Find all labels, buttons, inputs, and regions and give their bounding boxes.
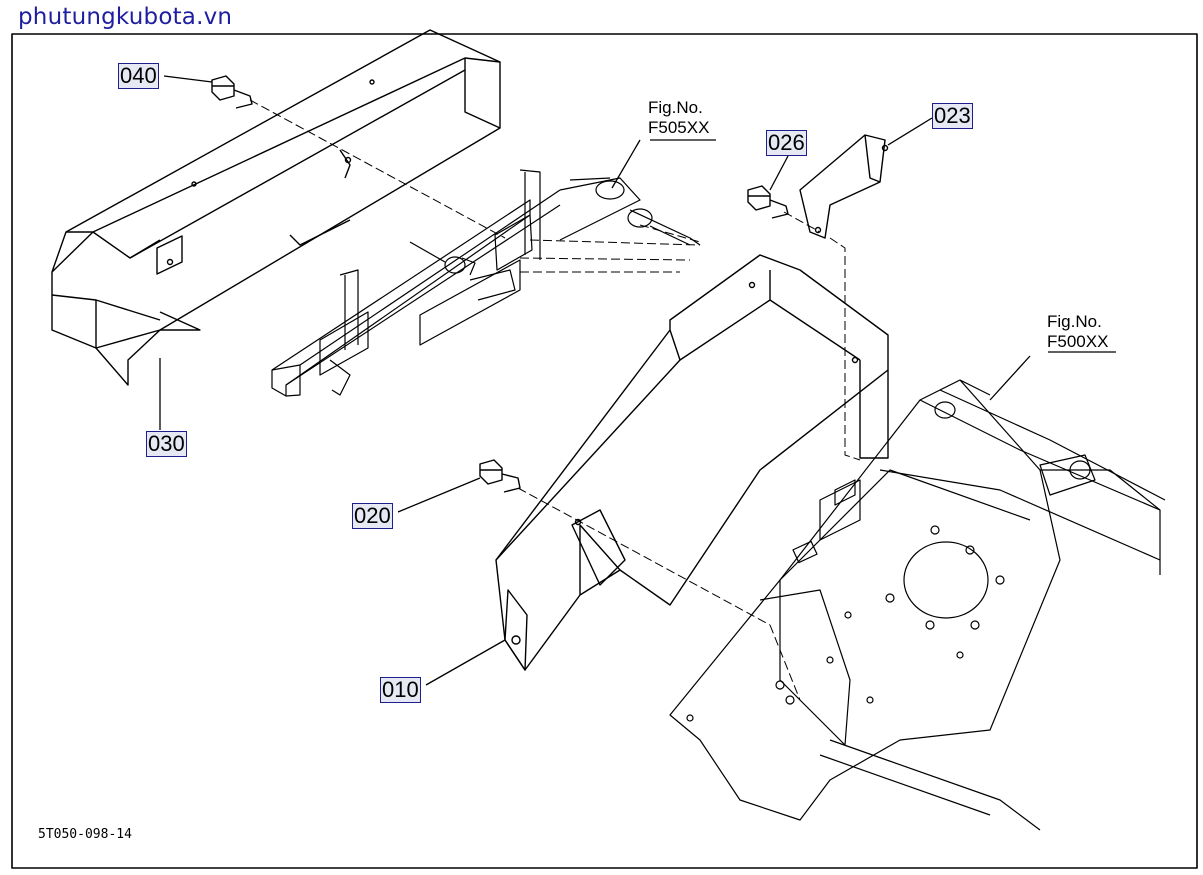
figure-ref-f500[interactable]: Fig.No. F500XX xyxy=(1047,312,1108,352)
part-030-cover xyxy=(51,29,501,386)
callout-030[interactable]: 030 xyxy=(146,431,187,457)
frame-assembly-f505 xyxy=(271,169,701,397)
site-name[interactable]: phutungkubota.vn xyxy=(18,4,233,30)
part-023-bracket xyxy=(799,134,889,239)
drawing-code: 5T050-098-14 xyxy=(38,827,132,842)
part-040-bolt xyxy=(211,75,253,109)
figure-ref-f505-number: F505XX xyxy=(648,118,710,137)
leader-lines xyxy=(159,75,1116,686)
figure-ref-f505[interactable]: Fig.No. F505XX xyxy=(648,98,709,138)
figure-ref-f505-label: Fig.No. xyxy=(648,98,703,117)
figure-ref-f500-number: F500XX xyxy=(1047,332,1109,351)
callout-020[interactable]: 020 xyxy=(352,503,393,529)
part-020-bolt xyxy=(479,459,521,493)
frame-assembly-f500 xyxy=(669,379,1166,831)
part-026-bolt xyxy=(747,185,789,219)
callout-026[interactable]: 026 xyxy=(766,130,807,156)
assembly-dash-lines xyxy=(249,99,861,701)
part-010-cover xyxy=(495,254,889,671)
drawing-border xyxy=(11,33,1198,869)
callout-010[interactable]: 010 xyxy=(380,677,421,703)
callout-023[interactable]: 023 xyxy=(932,103,973,129)
callout-040[interactable]: 040 xyxy=(118,63,159,89)
figure-ref-f500-label: Fig.No. xyxy=(1047,312,1102,331)
